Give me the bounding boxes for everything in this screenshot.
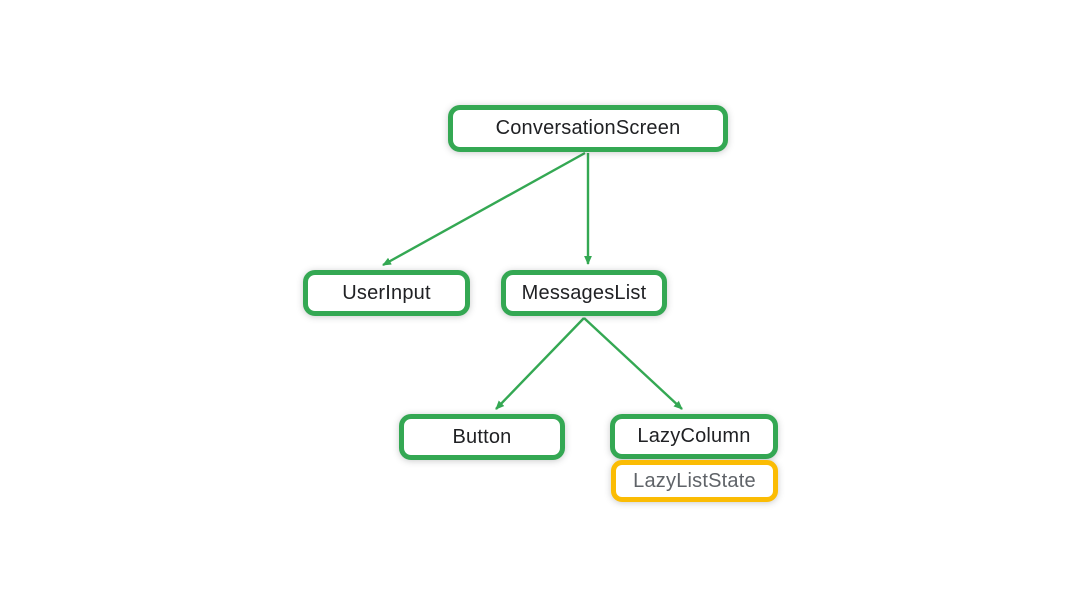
node-conversationscreen: ConversationScreen: [448, 105, 728, 152]
node-messageslist: MessagesList: [501, 270, 667, 316]
edge-messageslist-button: [495, 317, 585, 410]
edge-messageslist-lazycolumn: [583, 317, 683, 410]
node-button: Button: [399, 414, 565, 460]
edge-conversationscreen-userinput: [382, 151, 586, 267]
node-userinput: UserInput: [303, 270, 470, 316]
node-lazycolumn: LazyColumn: [610, 414, 778, 459]
node-lazyliststate: LazyListState: [611, 460, 778, 502]
